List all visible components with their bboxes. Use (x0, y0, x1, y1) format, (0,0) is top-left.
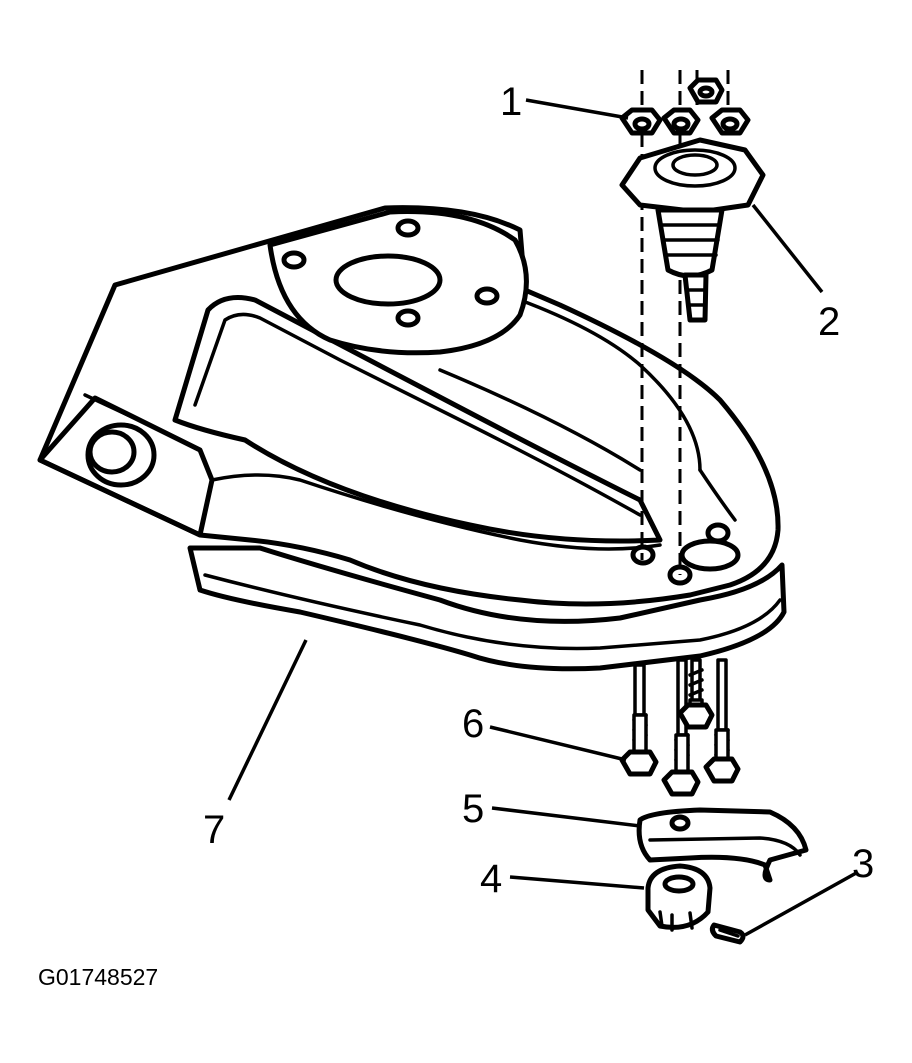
callout-2: 2 (818, 300, 840, 344)
figure-id-label: G01748527 (38, 964, 158, 990)
callout-5: 5 (462, 787, 484, 831)
callout-6: 6 (462, 702, 484, 746)
control-arm (37, 205, 787, 672)
callout-1: 1 (500, 80, 522, 124)
castle-nut (645, 863, 713, 932)
callout-4: 4 (480, 857, 502, 901)
bolts (619, 658, 741, 797)
ball-joint (619, 137, 766, 323)
leader-lines (227, 98, 859, 937)
callout-7: 7 (203, 808, 225, 852)
nuts-top (619, 77, 751, 136)
bracket (636, 807, 809, 883)
callout-3: 3 (852, 842, 874, 886)
cotter-pin (709, 922, 746, 945)
